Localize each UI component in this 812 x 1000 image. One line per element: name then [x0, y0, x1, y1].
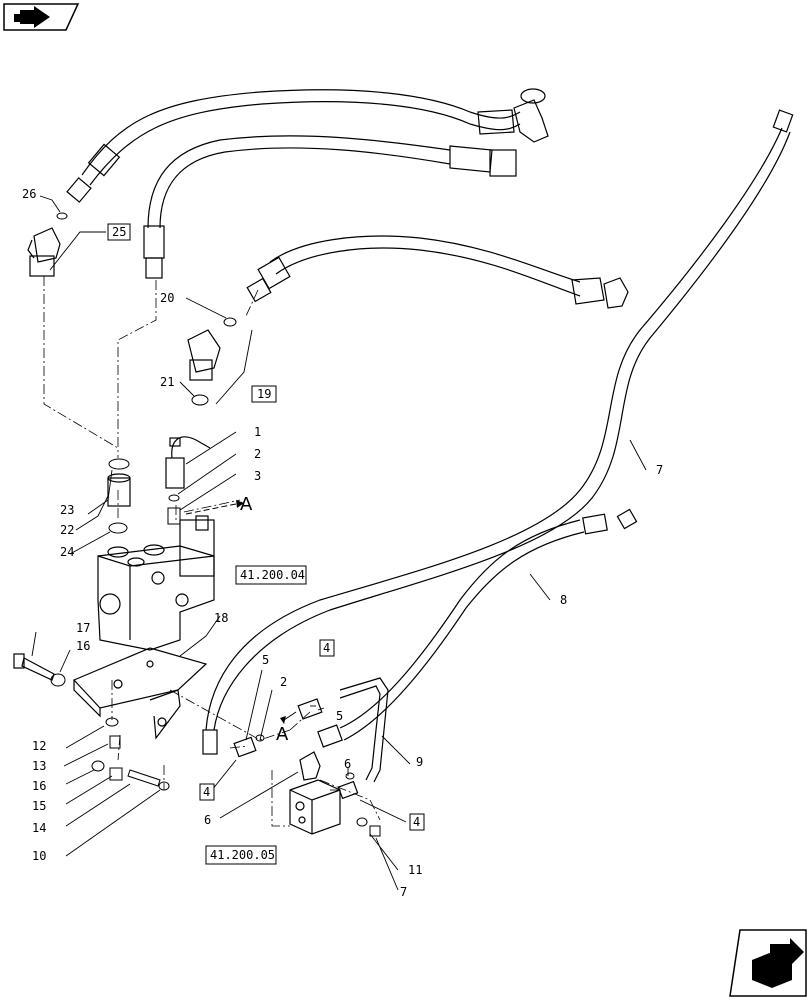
- o-ring-23: [108, 458, 130, 470]
- o-ring-11: [356, 817, 368, 827]
- boxed-ref-4-a[interactable]: 4: [319, 639, 335, 657]
- section-label-a-lower: A: [276, 724, 289, 745]
- fitting-5: [233, 698, 359, 800]
- callout-22: 22: [60, 523, 74, 537]
- callout-12: 12: [32, 739, 46, 753]
- pressure-switch: [165, 436, 211, 489]
- boxed-ref-25[interactable]: 25: [107, 223, 131, 241]
- callout-numbers: 26 20 21 1 2 3 23 22 24 18 17 16 12 13 1…: [22, 187, 663, 899]
- callout-5: 5: [262, 653, 269, 667]
- elbow-fitting-25: [27, 227, 61, 277]
- callout-6b: 6: [344, 757, 351, 771]
- callout-2b: 2: [280, 675, 287, 689]
- callout-23: 23: [60, 503, 74, 517]
- callout-5b: 5: [336, 709, 343, 723]
- callout-24: 24: [60, 545, 74, 559]
- o-ring-26: [56, 212, 68, 220]
- callout-14: 14: [32, 821, 46, 835]
- washer-16b: [91, 760, 105, 772]
- plug-7b: [369, 825, 381, 837]
- section-ref-41-200-05[interactable]: 41.200.05: [205, 845, 277, 865]
- hose-7: [202, 109, 794, 755]
- elbow-fitting-19: [187, 329, 221, 381]
- bolt-17: [13, 653, 55, 681]
- callout-6: 6: [204, 813, 211, 827]
- callout-18: 18: [214, 611, 228, 625]
- next-page-arrow-icon[interactable]: [729, 929, 807, 997]
- middle-hose: [143, 135, 517, 279]
- section-arrow-2-head: [280, 716, 286, 724]
- callout-leaders: [31, 195, 647, 891]
- section-arrow-1: [185, 503, 237, 515]
- hose-8: [317, 508, 638, 748]
- washer-12: [105, 717, 119, 727]
- lower-hose: [246, 235, 629, 309]
- svg-text:19: 19: [257, 387, 271, 401]
- mounting-bracket-18: [72, 647, 208, 740]
- o-ring-24: [108, 522, 128, 534]
- callout-3: 3: [254, 469, 261, 483]
- callout-2: 2: [254, 447, 261, 461]
- previous-page-arrow-icon[interactable]: [3, 3, 80, 31]
- svg-text:41.200.05: 41.200.05: [210, 848, 275, 862]
- callout-15: 15: [32, 799, 46, 813]
- svg-text:4: 4: [323, 641, 330, 655]
- section-arrow-2: [283, 711, 297, 721]
- svg-text:4: 4: [203, 785, 210, 799]
- nut-15: [109, 767, 123, 781]
- callout-26: 26: [22, 187, 36, 201]
- callout-17: 17: [76, 621, 90, 635]
- callout-7b: 7: [400, 885, 407, 899]
- bolt-14: [127, 769, 161, 787]
- o-ring-6b: [345, 772, 355, 780]
- o-ring-21: [191, 394, 209, 406]
- section-arrow-1-head: [236, 500, 244, 508]
- o-ring-20: [223, 317, 237, 327]
- section-ref-41-200-04[interactable]: 41.200.04: [235, 565, 307, 585]
- callout-10: 10: [32, 849, 46, 863]
- o-ring-2b: [255, 734, 265, 742]
- fitting-6: [299, 751, 321, 781]
- callout-16: 16: [76, 639, 90, 653]
- callout-9: 9: [416, 755, 423, 769]
- callout-7: 7: [656, 463, 663, 477]
- adapter-22: [107, 473, 131, 507]
- svg-text:4: 4: [413, 815, 420, 829]
- svg-text:41.200.04: 41.200.04: [240, 568, 305, 582]
- plug-3: [167, 507, 181, 525]
- control-valve-block: [97, 515, 215, 651]
- o-ring-2: [168, 494, 180, 502]
- relief-valve-block: [289, 779, 341, 835]
- callout-8: 8: [560, 593, 567, 607]
- callout-21: 21: [160, 375, 174, 389]
- upper-hose: [66, 88, 549, 203]
- boxed-ref-19[interactable]: 19: [251, 385, 277, 403]
- leader-lines: [43, 276, 381, 827]
- callout-16b: 16: [32, 779, 46, 793]
- svg-text:25: 25: [112, 225, 126, 239]
- tube-9: [339, 677, 389, 783]
- nut-13: [109, 735, 121, 749]
- boxed-ref-4-c[interactable]: 4: [409, 813, 425, 831]
- callout-11: 11: [408, 863, 422, 877]
- callout-13: 13: [32, 759, 46, 773]
- callout-20: 20: [160, 291, 174, 305]
- washer-10: [158, 781, 170, 791]
- washer-16: [50, 673, 66, 687]
- section-label-a-upper: A: [240, 494, 253, 515]
- callout-1: 1: [254, 425, 261, 439]
- boxed-ref-4-b[interactable]: 4: [199, 783, 215, 801]
